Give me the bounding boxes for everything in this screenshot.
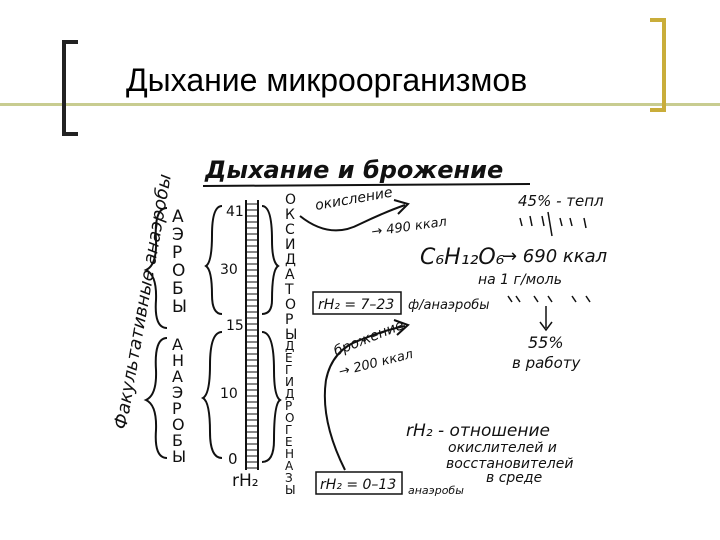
- oxidation-label: окисление: [314, 185, 394, 214]
- rh2-definition-line: в среде: [486, 470, 542, 486]
- oxidizer-letter: Т: [284, 282, 294, 298]
- dehydrogenase-letter: Н: [285, 447, 294, 461]
- oxidizer-letter: Р: [285, 312, 293, 328]
- right-bracket-decoration: [650, 18, 666, 112]
- dehydrogenase-letter: О: [285, 411, 294, 425]
- oxidizer-letter: Ы: [285, 327, 297, 343]
- scale-label: 30: [220, 262, 238, 278]
- accent-bar: [0, 103, 720, 106]
- mid-range-box: [312, 291, 402, 315]
- aerobe-letter: Ы: [172, 297, 187, 317]
- oxidizer-letter: А: [285, 267, 295, 283]
- rh2-scale: [245, 200, 259, 470]
- facultative-label: Факультативные анаэробы: [110, 172, 176, 430]
- aerobes-letters: А Э Р О Б Ы: [172, 207, 187, 317]
- aerobes-brace: [143, 207, 168, 329]
- slide-title: Дыхание микроорганизмов: [126, 62, 528, 98]
- anaerobe-letter: Н: [172, 351, 184, 370]
- bottom-range-box: [315, 471, 403, 495]
- oxidation-energy: → 490 ккал: [370, 215, 447, 240]
- dehydrogenase-letter: Д: [285, 339, 294, 353]
- oxidation-curve: [299, 204, 406, 232]
- aerobe-letter: А: [172, 207, 184, 227]
- heat-rays: [519, 215, 587, 229]
- aerobe-letter: Б: [172, 279, 184, 299]
- anaerobe-letter: Р: [172, 399, 182, 418]
- oxidizer-letter: К: [285, 207, 295, 223]
- oxidizer-letter: И: [285, 237, 295, 253]
- dehydrogenase-letter: Г: [285, 423, 292, 437]
- work-percent: 55%: [528, 333, 564, 352]
- aerobe-letter: О: [172, 261, 185, 281]
- scale-label: 10: [220, 386, 238, 402]
- anaerobe-letter: Б: [172, 431, 183, 450]
- dehydrogenase-letter: Р: [285, 399, 292, 413]
- scale-ticks: [246, 203, 258, 469]
- dehydrogenase-letter: Е: [285, 435, 293, 449]
- diagram-heading: Дыхание и брожение: [204, 156, 503, 184]
- work-arrowhead: [539, 321, 553, 332]
- dehydrogenase-letter: А: [285, 459, 294, 473]
- scale-right-upper-brace: [261, 205, 280, 315]
- fermentation-curve: [323, 325, 406, 471]
- scale-label: 41: [226, 204, 244, 220]
- anaerobe-letter: Ы: [172, 447, 186, 466]
- scale-caption: rH₂: [232, 471, 259, 491]
- rh2-definition-line: окислителей и: [448, 440, 557, 456]
- dehydrogenase-letter: Г: [285, 363, 292, 377]
- anaerobes-brace: [143, 337, 168, 459]
- oxidizer-letter: Д: [285, 252, 296, 268]
- glucose-energy: → 690 ккал: [502, 246, 607, 267]
- dehydrogenase-letter: Ы: [285, 483, 296, 497]
- aerobe-letter: Э: [172, 225, 184, 245]
- mid-range-note: ф/анаэробы: [408, 298, 490, 313]
- oxidation-arrowhead: [393, 199, 410, 215]
- dashes-row: [507, 295, 591, 303]
- bottom-range-note: анаэробы: [408, 484, 464, 497]
- rh2-definition-line: восстановителей: [446, 456, 573, 472]
- oxidizer-letter: С: [285, 222, 295, 238]
- dehydrogenases-letters: Д Е Г И Д Р О Г Е Н А З Ы: [285, 339, 296, 497]
- anaerobe-letter: О: [172, 415, 185, 434]
- aerobe-letter: Р: [172, 243, 182, 263]
- mid-range: rH₂ = 7–23: [318, 297, 394, 313]
- heading-underline: [202, 183, 531, 187]
- scale-right-lower-brace: [261, 331, 282, 463]
- anaerobe-letter: А: [172, 367, 183, 386]
- anaerobe-letter: Э: [172, 383, 183, 402]
- anaerobe-letter: А: [172, 335, 183, 354]
- heat-note: 45% - тепл: [518, 192, 604, 210]
- per-mole-note: на 1 г/моль: [478, 272, 562, 288]
- scale-label: 15: [226, 318, 244, 334]
- fermentation-arrowhead: [393, 319, 410, 336]
- scale-label: 0: [228, 450, 238, 468]
- dehydrogenase-letter: И: [285, 375, 294, 389]
- anaerobes-letters: А Н А Э Р О Б Ы: [172, 335, 186, 466]
- scale-upper-brace: [204, 205, 223, 315]
- dehydrogenase-letter: З: [285, 471, 293, 485]
- dehydrogenase-letter: Е: [285, 351, 293, 365]
- left-bracket-decoration: [62, 40, 78, 136]
- oxidizer-letter: О: [285, 297, 296, 313]
- heat-arrow: [547, 211, 553, 237]
- oxidizer-letter: О: [285, 192, 296, 208]
- bottom-range: rH₂ = 0–13: [320, 477, 396, 493]
- glucose-formula: C₆H₁₂O₆: [420, 245, 505, 270]
- oxidizers-letters: О К С И Д А Т О Р Ы: [284, 192, 297, 343]
- rh2-definition-line: rH₂ - отношение: [406, 421, 550, 441]
- work-label: в работу: [512, 354, 581, 372]
- scale-lower-brace: [200, 331, 223, 459]
- dehydrogenase-letter: Д: [285, 387, 294, 401]
